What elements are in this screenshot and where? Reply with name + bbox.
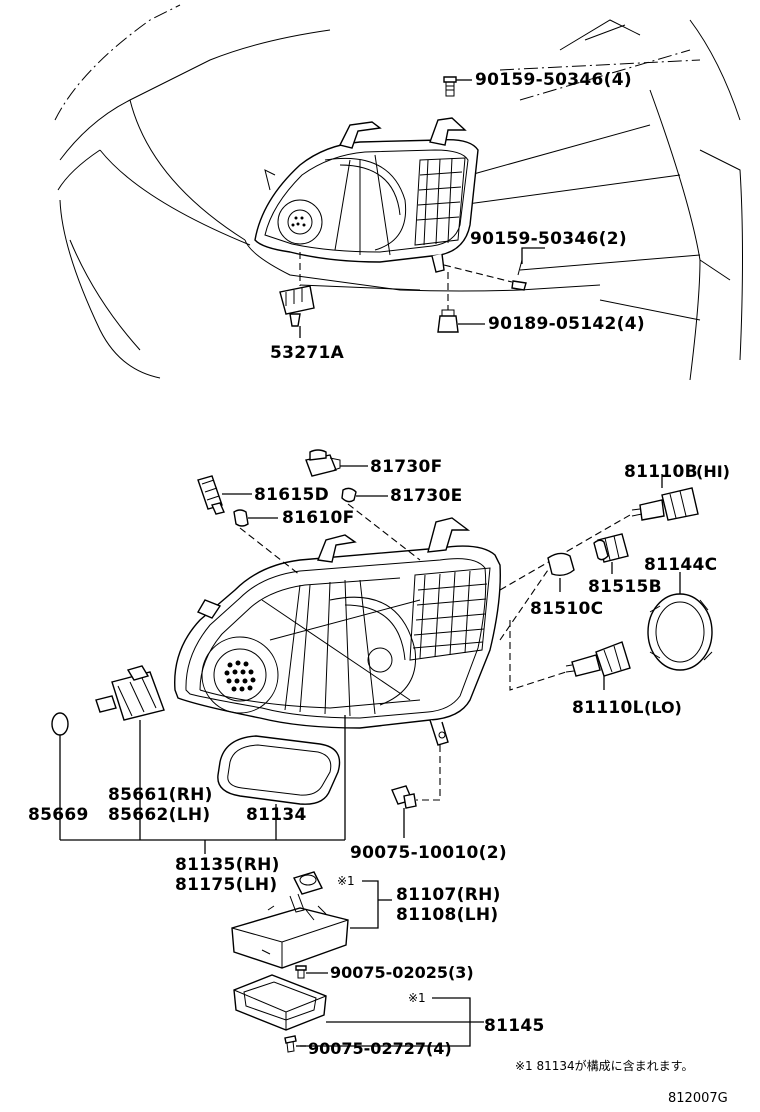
label-headlamp-rh: 81135(RH) bbox=[175, 855, 280, 875]
clip-nut-icon bbox=[437, 309, 459, 333]
side-bolt-icon bbox=[511, 259, 527, 291]
label-bracket: 81145 bbox=[484, 1016, 545, 1036]
label-side-bolt: 90159-50346(2) bbox=[470, 229, 627, 249]
bracket-screw-icon bbox=[284, 1035, 297, 1053]
label-bracket-screw: 90075-02727(4) bbox=[308, 1039, 452, 1058]
lamp-lens-dots bbox=[224, 660, 256, 692]
label-clip-nut: 90189-05142(4) bbox=[488, 314, 645, 334]
footnote: ※1 81134が構成に含まれます。 bbox=[515, 1058, 693, 1073]
label-ballast-screw: 90075-02025(3) bbox=[330, 963, 474, 982]
label-o-ring: 85669 bbox=[28, 805, 89, 825]
label-hi-bulb: 81110B bbox=[624, 462, 698, 482]
leveling-unit-icon bbox=[95, 665, 165, 721]
turn-socket-icon bbox=[593, 533, 629, 563]
side-marker-bulb-icon bbox=[341, 487, 357, 503]
headlamp-assembly-main bbox=[174, 517, 501, 746]
label-leveling-rh: 85661(RH) bbox=[108, 785, 213, 805]
label-turn-bulb: 81510C bbox=[530, 599, 603, 619]
label-position-socket: 81615D bbox=[254, 485, 329, 505]
position-socket-icon bbox=[197, 475, 225, 515]
label-hi-suffix: (HI) bbox=[696, 462, 730, 481]
label-top-bolt: 90159-50346(4) bbox=[475, 70, 632, 90]
label-gasket: 81134 bbox=[246, 805, 307, 825]
diagram-code: 812007G bbox=[668, 1091, 728, 1106]
turn-bulb-icon bbox=[547, 552, 575, 577]
note-mark-bracket: ※1 bbox=[408, 991, 426, 1005]
hi-bulb-icon bbox=[631, 487, 699, 521]
label-side-marker-socket: 81730F bbox=[370, 457, 443, 477]
lens-clip-icon bbox=[391, 785, 417, 809]
ballast-screw-icon bbox=[295, 965, 307, 979]
label-turn-socket: 81515B bbox=[588, 577, 662, 597]
label-lens-clip: 90075-10010(2) bbox=[350, 843, 507, 863]
lo-bulb-icon bbox=[565, 641, 631, 677]
gasket-icon bbox=[217, 735, 341, 805]
label-leveling-lh: 85662(LH) bbox=[108, 805, 210, 825]
headlamp-assembly-top bbox=[254, 117, 479, 273]
leveling-motor-icon bbox=[279, 285, 315, 327]
label-lo-suffix: (LO) bbox=[644, 698, 682, 717]
note-mark-ballast: ※1 bbox=[337, 874, 355, 888]
side-marker-socket-icon bbox=[305, 449, 341, 477]
ballast-icon bbox=[231, 871, 349, 969]
top-bolt-icon bbox=[443, 76, 457, 97]
label-side-marker-bulb: 81730E bbox=[390, 486, 463, 506]
label-lo-bulb: 81110L bbox=[572, 698, 644, 718]
label-leveling-motor: 53271A bbox=[270, 343, 345, 363]
label-cover: 81144C bbox=[644, 555, 717, 575]
bracket-icon bbox=[233, 974, 327, 1031]
position-bulb-icon bbox=[233, 509, 249, 527]
vehicle-body-outline bbox=[54, 4, 743, 381]
label-ballast-lh: 81108(LH) bbox=[396, 905, 498, 925]
label-ballast-rh: 81107(RH) bbox=[396, 885, 501, 905]
o-ring-icon bbox=[51, 712, 69, 736]
cover-ring-icon bbox=[647, 593, 713, 671]
label-position-bulb: 81610F bbox=[282, 508, 355, 528]
label-headlamp-lh: 81175(LH) bbox=[175, 875, 277, 895]
